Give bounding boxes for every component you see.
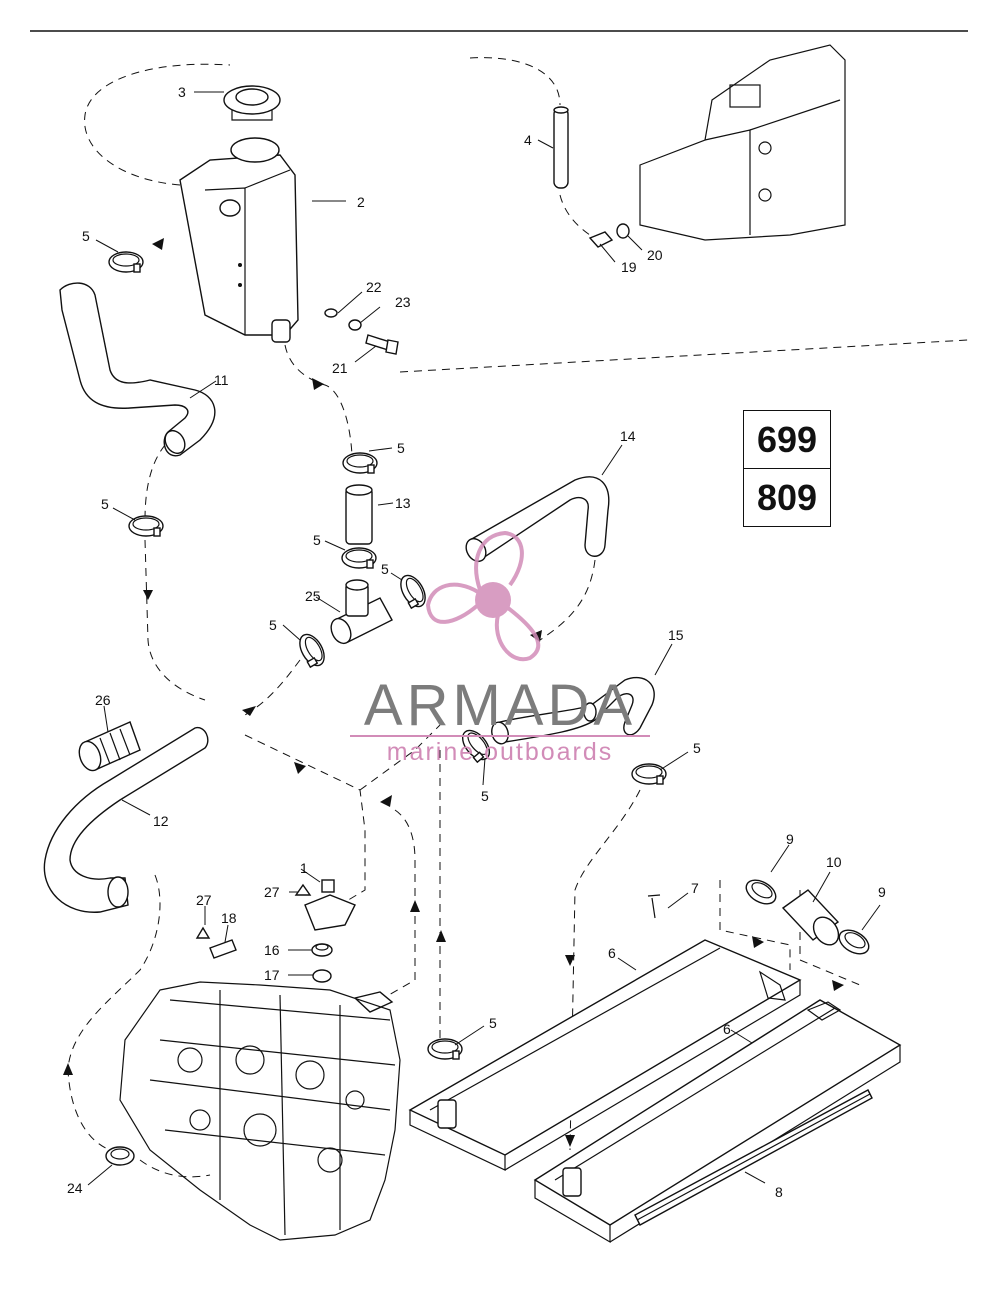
bleed-screw-1 xyxy=(321,879,335,893)
clamp-24 xyxy=(105,1146,135,1166)
callout-6-a: 6 xyxy=(608,945,616,961)
hose-clamps xyxy=(108,251,667,1060)
armada-propeller-logo xyxy=(425,530,541,662)
callout-12: 12 xyxy=(153,813,169,829)
flow-arrows xyxy=(63,238,844,1147)
upper-right-tank xyxy=(639,44,846,241)
callout-5-b: 5 xyxy=(397,440,405,456)
callout-5-f: 5 xyxy=(269,617,277,633)
vent-tube xyxy=(553,106,569,189)
washer-22 xyxy=(324,308,338,318)
engine-block xyxy=(119,981,401,1241)
plug-27-lower xyxy=(195,926,211,939)
callout-numbers: 1 2 3 4 5 5 5 5 5 5 5 5 5 6 6 7 8 9 9 10… xyxy=(67,84,886,1200)
callout-17: 17 xyxy=(264,967,280,983)
hose-12-end xyxy=(107,876,129,908)
hose-10 xyxy=(781,889,840,946)
callout-7: 7 xyxy=(691,880,699,896)
hose-11-end xyxy=(164,429,186,455)
model-number-809: 809 xyxy=(756,476,818,518)
callout-5-h: 5 xyxy=(693,740,701,756)
model-number-699: 699 xyxy=(744,411,830,469)
elbow-fitting xyxy=(588,231,614,248)
callout-24: 24 xyxy=(67,1180,83,1196)
filler-cap xyxy=(223,85,281,121)
callout-19: 19 xyxy=(621,259,637,275)
elbow-outlet xyxy=(353,991,394,1013)
callout-1: 1 xyxy=(300,860,308,876)
callout-3: 3 xyxy=(178,84,186,100)
coolant-flow-paths xyxy=(67,57,969,1178)
thermostat-housing xyxy=(304,894,356,931)
sleeve-26 xyxy=(78,721,141,772)
callout-25: 25 xyxy=(305,588,321,604)
callout-13: 13 xyxy=(395,495,411,511)
model-number-box: 699 809 xyxy=(743,410,831,527)
coolant-reservoir-tank xyxy=(179,137,299,343)
hose-13 xyxy=(345,484,373,545)
callout-9-b: 9 xyxy=(878,884,886,900)
gasket-17 xyxy=(312,969,332,983)
hose-15-mid xyxy=(583,702,597,722)
bolt-21 xyxy=(365,334,399,355)
callout-23: 23 xyxy=(395,294,411,310)
hose-15 xyxy=(499,677,655,743)
callout-27-b: 27 xyxy=(196,892,212,908)
watermark-tagline: marine outboards xyxy=(386,738,614,766)
callout-11: 11 xyxy=(214,372,229,388)
clamp-9-right xyxy=(838,929,870,955)
callout-10: 10 xyxy=(826,854,842,870)
thermostat-16 xyxy=(311,943,333,957)
hose-11 xyxy=(59,282,216,457)
tee-fitting-25 xyxy=(330,579,393,645)
callout-22: 22 xyxy=(366,279,382,295)
callout-5-i: 5 xyxy=(489,1015,497,1031)
hose-14 xyxy=(469,476,610,562)
heat-exchanger-upper xyxy=(408,939,802,1171)
callout-2: 2 xyxy=(357,194,365,210)
sensor-18 xyxy=(209,939,237,959)
callout-5-d: 5 xyxy=(313,532,321,548)
callout-27-a: 27 xyxy=(264,884,280,900)
callout-20: 20 xyxy=(647,247,663,263)
watermark-divider xyxy=(350,735,650,737)
clamp-9-left xyxy=(745,879,777,905)
callout-15: 15 xyxy=(668,627,684,643)
nut-23 xyxy=(348,319,362,331)
callout-14: 14 xyxy=(620,428,636,444)
callout-21: 21 xyxy=(332,360,348,376)
callout-4: 4 xyxy=(524,132,532,148)
plug-27-upper xyxy=(294,883,312,896)
callout-5-e: 5 xyxy=(381,561,389,577)
connector-fitting xyxy=(616,223,630,239)
callout-6-b: 6 xyxy=(723,1021,731,1037)
gasket-strip-8 xyxy=(634,1089,873,1226)
watermark-brand: ARMADA xyxy=(363,673,637,738)
callout-9-a: 9 xyxy=(786,831,794,847)
callout-8: 8 xyxy=(775,1184,783,1200)
hose-12 xyxy=(43,726,209,913)
callout-5-c: 5 xyxy=(101,496,109,512)
callout-26: 26 xyxy=(95,692,111,708)
callout-5-a: 5 xyxy=(82,228,90,244)
callout-16: 16 xyxy=(264,942,280,958)
callout-18: 18 xyxy=(221,910,237,926)
leader-lines xyxy=(87,91,881,1186)
callout-5-g: 5 xyxy=(481,788,489,804)
screw-7 xyxy=(647,894,661,919)
